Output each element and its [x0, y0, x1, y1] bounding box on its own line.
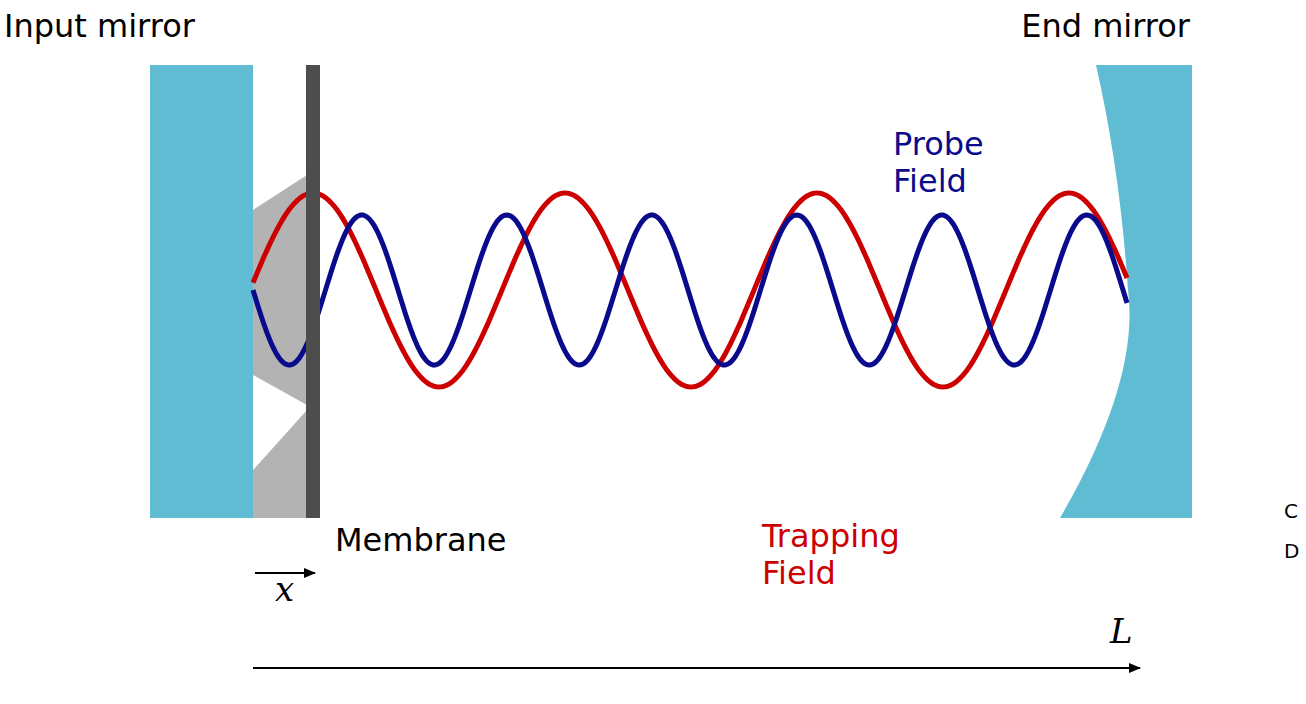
mirror-label: Input mirror [4, 8, 195, 45]
field-label: Probe Field [893, 126, 1028, 200]
trapping-field-wave [253, 193, 1127, 387]
frame-cutout [253, 65, 307, 170]
probe-field-wave [253, 215, 1127, 365]
l-arrow [253, 667, 1140, 669]
frame-wedge [253, 410, 307, 518]
part-label: Membrane [335, 522, 507, 559]
frame-cutout [253, 65, 307, 210]
axis-label: L [1110, 612, 1133, 651]
edge-letter: C [1284, 500, 1298, 523]
edge-letter: D [1284, 540, 1299, 563]
frame-cutout [253, 375, 307, 518]
input-mirror [150, 65, 253, 518]
field-label: Trapping Field [762, 518, 937, 592]
membrane-frame [253, 65, 307, 518]
axis-label: x [275, 570, 294, 609]
mirror-label: End mirror [1021, 8, 1190, 45]
membrane [306, 65, 320, 518]
